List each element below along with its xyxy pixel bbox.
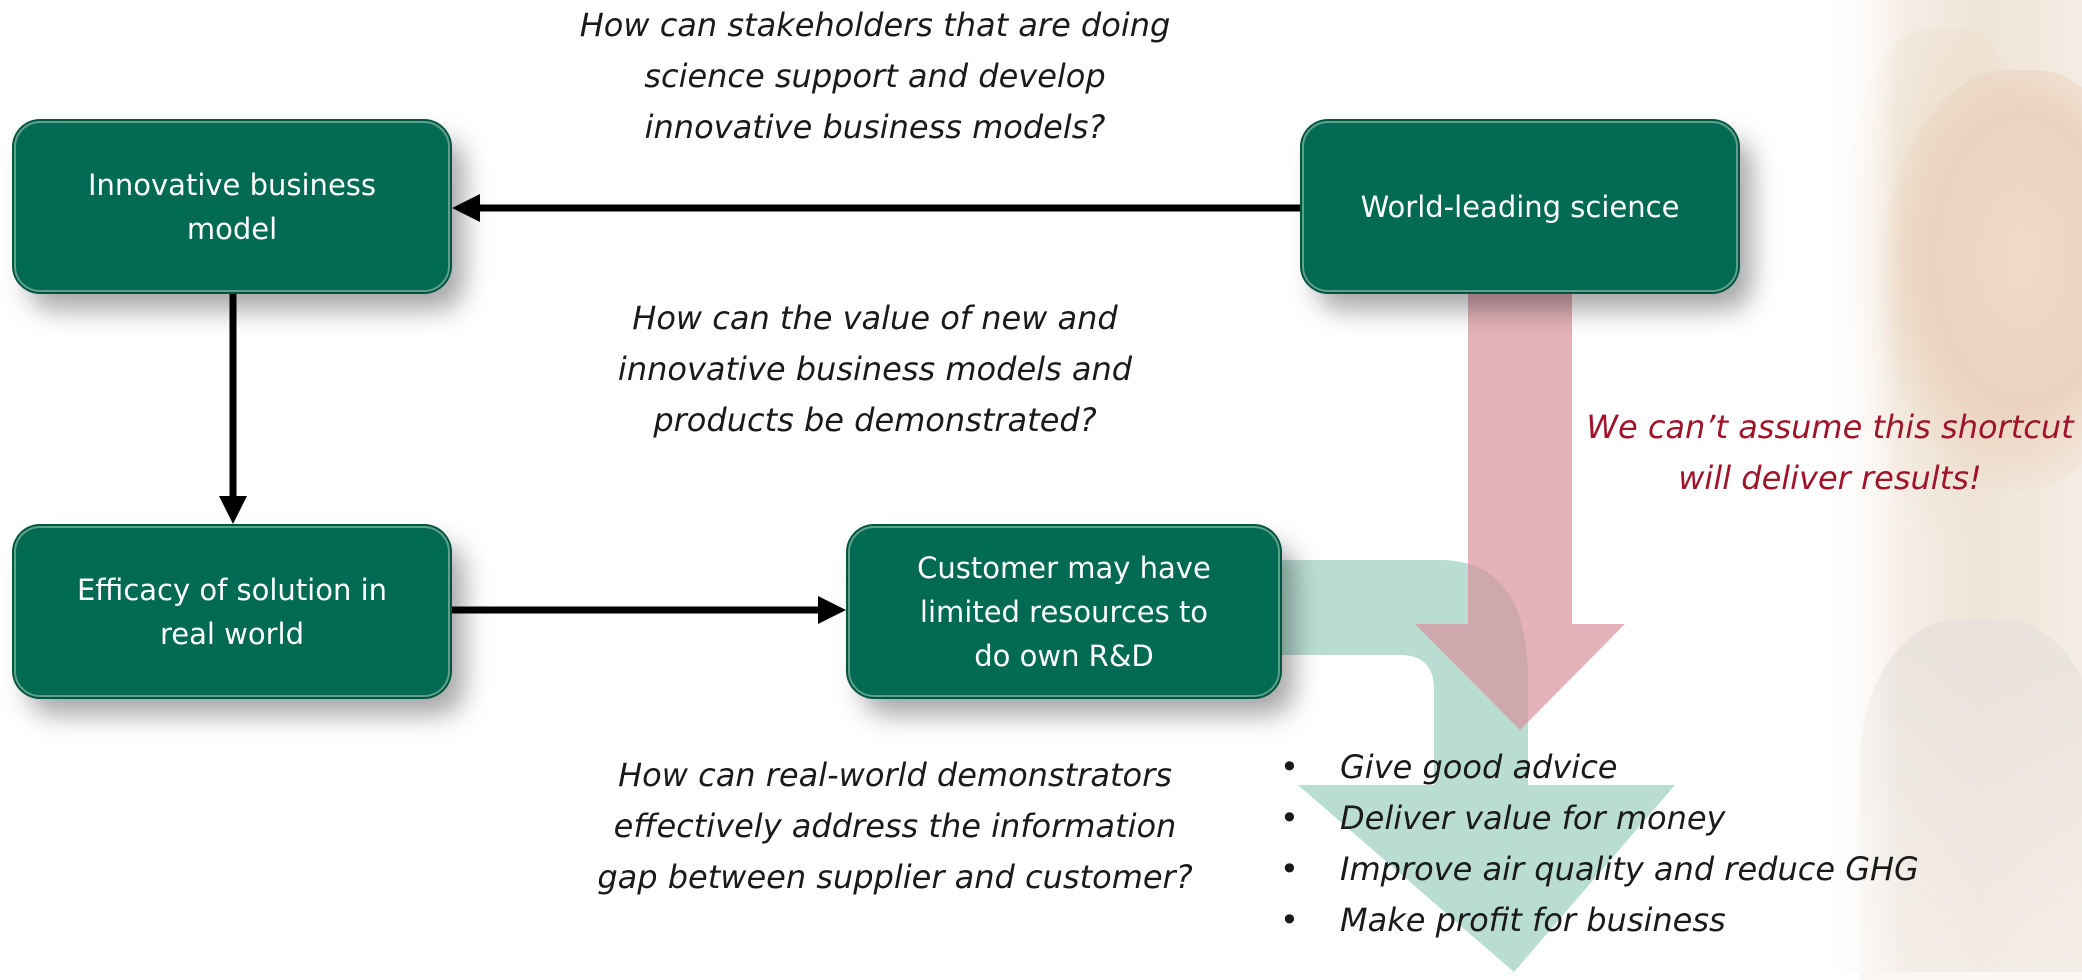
outcome-item: Make profit for business — [1280, 895, 1919, 946]
question-stakeholders: How can stakeholders that are doing scie… — [579, 6, 1171, 146]
warning-shortcut: We can’t assume this shortcut will deliv… — [1586, 408, 2074, 497]
box-world-leading-science: World-leading science — [1302, 121, 1738, 292]
question-value-demonstrated: How can the value of new and innovative … — [617, 299, 1133, 439]
arrowhead-customer — [818, 596, 846, 624]
outcome-item: Deliver value for money — [1280, 793, 1919, 844]
box-innovative-business-model: Innovative business model — [14, 121, 450, 292]
pink-shortcut-arrow — [1415, 292, 1625, 730]
background-photo-face — [1880, 70, 2082, 490]
box-efficacy-of-solution: Efficacy of solution in real world — [14, 526, 450, 697]
outcome-item: Improve air quality and reduce GHG — [1280, 844, 1919, 895]
arrowhead-model — [452, 194, 480, 222]
box-customer-resources: Customer may have limited resources to d… — [848, 526, 1280, 697]
outcomes-list: Give good advice Deliver value for money… — [1280, 742, 1919, 946]
question-real-world-demonstrators: How can real-world demonstrators effecti… — [597, 756, 1193, 896]
arrowhead-efficacy — [219, 496, 247, 524]
outcome-item: Give good advice — [1280, 742, 1919, 793]
